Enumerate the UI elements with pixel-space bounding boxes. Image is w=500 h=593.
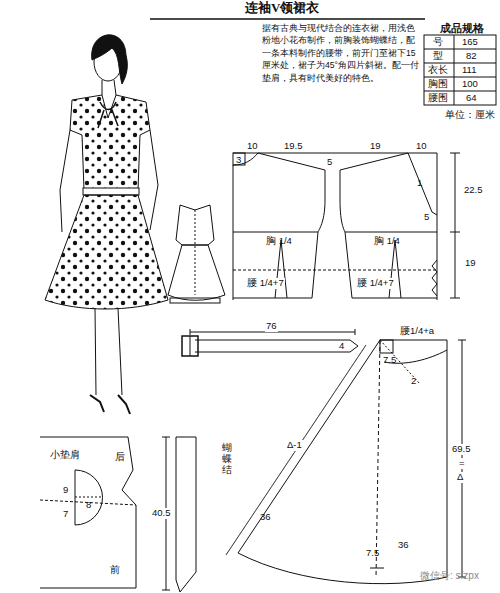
dimension-label: 腰 1/4+7 bbox=[356, 278, 395, 289]
dimension-label: 3 bbox=[236, 155, 241, 166]
dimension-label: 后 bbox=[115, 452, 125, 463]
dimension-label: 8 bbox=[86, 500, 91, 511]
dimension-label: 9 bbox=[63, 485, 68, 496]
table-cell: 111 bbox=[462, 65, 476, 76]
dimension-label: 36 bbox=[260, 512, 271, 523]
dimension-label: 7.5 bbox=[366, 548, 379, 559]
dimension-label: 腰1/4+a bbox=[400, 326, 434, 337]
dimension-label: 69.5 bbox=[451, 444, 472, 455]
dimension-label: 胸 1/4 bbox=[374, 236, 400, 247]
title: 连袖V领裙衣 bbox=[245, 1, 319, 16]
table-cell: 单位：厘米 bbox=[445, 110, 495, 121]
dimension-label: 76 bbox=[265, 321, 278, 332]
table-cell: 衣长 bbox=[428, 65, 448, 76]
dimension-label: 胸 1/4 bbox=[266, 236, 292, 247]
dimension-label: = bbox=[458, 458, 466, 469]
dimension-label: 1 bbox=[417, 178, 422, 189]
dimension-label: 5 bbox=[327, 157, 332, 168]
table-cell: 82 bbox=[466, 51, 477, 62]
dimension-label: 7.5 bbox=[383, 355, 396, 366]
dimension-label: 腰 1/4+7 bbox=[246, 278, 285, 289]
watermark: 微信号: sfzpx bbox=[420, 570, 479, 582]
dimension-label: 4 bbox=[339, 341, 344, 352]
dimension-label: Δ bbox=[456, 472, 464, 483]
table-cell: 成品规格 bbox=[440, 22, 484, 34]
table-cell: 100 bbox=[462, 79, 478, 90]
dimension-label: 小垫肩 bbox=[50, 450, 80, 461]
dimension-label: 7 bbox=[63, 509, 68, 520]
dimension-label: 10 bbox=[247, 141, 258, 152]
dimension-label: 19.5 bbox=[284, 141, 303, 152]
dimension-label: 36 bbox=[398, 540, 409, 551]
dimension-label: Δ-1 bbox=[286, 440, 303, 451]
table-cell: 腰围 bbox=[428, 93, 448, 104]
description: 据有古典与现代结合的连衣裙，用浅色粉地小花布制作，前胸装饰蝴蝶结，配一条本料制作… bbox=[262, 22, 420, 84]
dimension-label: 10 bbox=[416, 141, 427, 152]
dimension-label: 19 bbox=[464, 258, 477, 269]
table-cell: 165 bbox=[462, 37, 478, 48]
dimension-label: 22.5 bbox=[463, 185, 484, 196]
table-cell: 胸围 bbox=[428, 79, 448, 90]
dimension-label: 40.5 bbox=[151, 508, 172, 519]
table-cell: 型 bbox=[433, 51, 443, 62]
dimension-label: 2 bbox=[411, 376, 416, 387]
dimension-label: 蝴蝶结 bbox=[222, 442, 232, 475]
dimension-label: 19 bbox=[370, 141, 381, 152]
table-cell: 64 bbox=[466, 93, 477, 104]
dimension-label: 前 bbox=[110, 565, 120, 576]
dimension-label: 5 bbox=[424, 212, 429, 223]
table-cell: 号 bbox=[433, 37, 443, 48]
